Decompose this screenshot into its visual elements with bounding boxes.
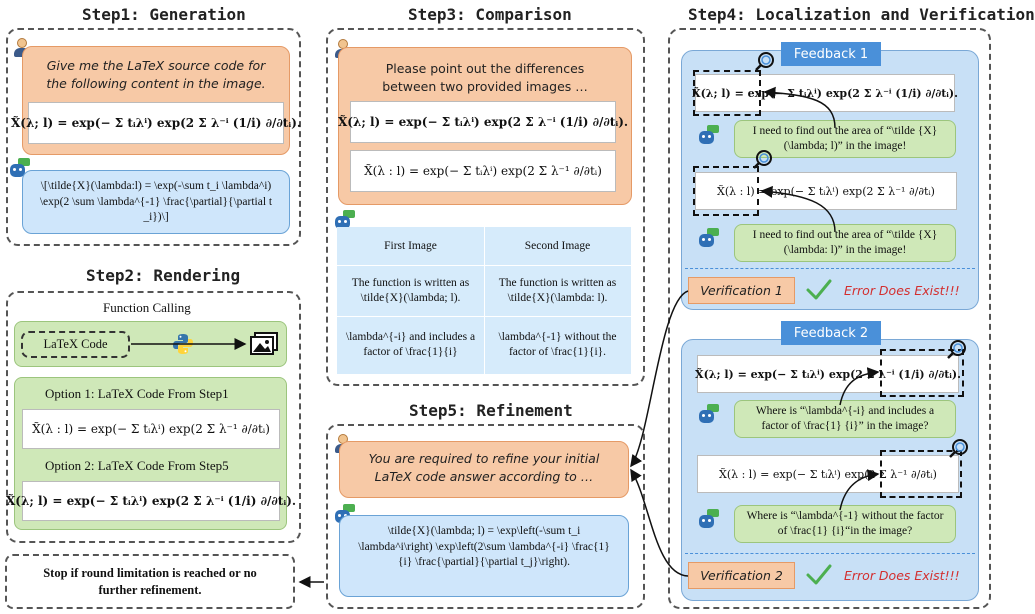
feedback2-formula-b: X̃(λ : l) = exp(− Σ tᵢλⁱ) exp(2 Σ λ⁻¹ ∂/… bbox=[697, 455, 959, 493]
robot-icon bbox=[10, 158, 30, 178]
magnifier-icon bbox=[752, 148, 774, 170]
table-cell: The function is written as \tilde{X}(\la… bbox=[498, 277, 617, 304]
step1-response-bubble: \[\tilde{X}(\lambda:l) = \exp(-\sum t_i … bbox=[22, 170, 290, 234]
step5-prompt-text: You are required to refine your initial … bbox=[368, 451, 600, 484]
error1-text: Error Does Exist!!! bbox=[844, 283, 960, 298]
table-divider bbox=[484, 227, 485, 374]
feedback2-message-b-text: Where is “\lambda^{-1} without the facto… bbox=[746, 510, 944, 537]
feedback2-formula-a: X̃(λ; l) = exp(− Σ tᵢλⁱ) exp(2 Σ λ⁻ⁱ (1/… bbox=[695, 355, 961, 393]
step4-title: Step4: Localization and Verification bbox=[688, 5, 1035, 24]
table-cell: \lambda^{-i} and includes a factor of \f… bbox=[345, 330, 476, 358]
verification2-label: Verification 2 bbox=[688, 562, 795, 589]
feedback2-label: Feedback 2 bbox=[781, 321, 881, 345]
highlight-box bbox=[880, 349, 964, 397]
magnifier-icon bbox=[946, 338, 968, 360]
feedback1-message-b-text: I need to find out the area of “\tilde {… bbox=[752, 229, 938, 256]
stop-box: Stop if round limitation is reached or n… bbox=[5, 554, 295, 609]
step3-formula-a: X̃(λ; l) = exp(− Σ tᵢλⁱ) exp(2 Σ λ⁻ⁱ (1/… bbox=[338, 101, 628, 143]
checkmark-icon bbox=[805, 278, 833, 306]
step3-prompt-text: Please point out the differences between… bbox=[382, 61, 588, 94]
feedback2-message-a-text: Where is “\lambda^{-i} and includes a fa… bbox=[755, 405, 935, 432]
table-divider bbox=[337, 316, 631, 317]
latex-code-box: LaTeX Code bbox=[21, 331, 130, 358]
stop-text: Stop if round limitation is reached or n… bbox=[43, 565, 257, 597]
separator-line bbox=[685, 553, 975, 554]
step1-formula: X̃(λ; l) = exp(− Σ tᵢλⁱ) exp(2 Σ λ⁻ⁱ (1/… bbox=[11, 102, 301, 144]
option1-formula: X̃(λ : l) = exp(− Σ tᵢλⁱ) exp(2 Σ λ⁻¹ ∂/… bbox=[22, 409, 280, 449]
step1-prompt-text: Give me the LaTeX source code for the fo… bbox=[46, 58, 266, 91]
step1-response-text: \[\tilde{X}(\lambda:l) = \exp(-\sum t_i … bbox=[39, 180, 273, 224]
robot-icon bbox=[699, 228, 719, 248]
robot-icon bbox=[699, 509, 719, 529]
step3-title: Step3: Comparison bbox=[408, 5, 572, 24]
comparison-table: First Image Second Image The function is… bbox=[337, 227, 631, 374]
table-header-second: Second Image bbox=[524, 239, 591, 252]
robot-icon bbox=[699, 125, 719, 145]
checkmark-icon bbox=[805, 563, 833, 591]
step5-response-bubble: \tilde{X}(\lambda; l) = \exp\left(-\sum … bbox=[339, 515, 629, 597]
step5-title: Step5: Refinement bbox=[409, 401, 573, 420]
table-divider bbox=[337, 265, 631, 266]
table-cell: The function is written as \tilde{X}(\la… bbox=[351, 277, 470, 304]
magnifier-icon bbox=[754, 50, 776, 72]
step5-prompt-bubble: You are required to refine your initial … bbox=[339, 441, 629, 498]
robot-icon bbox=[335, 210, 355, 230]
feedback1-label: Feedback 1 bbox=[781, 42, 881, 66]
step1-title: Step1: Generation bbox=[82, 5, 246, 24]
option2-label: Option 2: LaTeX Code From Step5 bbox=[45, 458, 229, 473]
separator-line bbox=[685, 268, 975, 269]
function-calling-label: Function Calling bbox=[103, 300, 191, 315]
feedback2-message-b: Where is “\lambda^{-1} without the facto… bbox=[734, 505, 956, 543]
python-icon bbox=[172, 333, 194, 355]
highlight-box bbox=[693, 166, 759, 216]
option1-label: Option 1: LaTeX Code From Step1 bbox=[45, 386, 229, 401]
verification1-label: Verification 1 bbox=[688, 277, 795, 304]
robot-icon bbox=[699, 404, 719, 424]
table-cell: \lambda^{-1} without the factor of \frac… bbox=[498, 330, 617, 358]
option2-formula: X̃(λ; l) = exp(− Σ tᵢλⁱ) exp(2 Σ λ⁻ⁱ (1/… bbox=[6, 481, 296, 521]
step2-title: Step2: Rendering bbox=[86, 266, 241, 285]
magnifier-icon bbox=[948, 437, 970, 459]
table-header-first: First Image bbox=[384, 239, 437, 252]
image-icon bbox=[250, 332, 278, 356]
step5-response-text: \tilde{X}(\lambda; l) = \exp\left(-\sum … bbox=[358, 525, 610, 569]
highlight-box bbox=[880, 450, 962, 498]
error2-text: Error Does Exist!!! bbox=[844, 568, 960, 583]
feedback1-message-b: I need to find out the area of “\tilde {… bbox=[734, 224, 956, 262]
highlight-box bbox=[693, 70, 761, 116]
step3-formula-b: X̃(λ : l) = exp(− Σ tᵢλⁱ) exp(2 Σ λ⁻¹ ∂/… bbox=[350, 150, 616, 192]
feedback2-message-a: Where is “\lambda^{-i} and includes a fa… bbox=[734, 400, 956, 438]
